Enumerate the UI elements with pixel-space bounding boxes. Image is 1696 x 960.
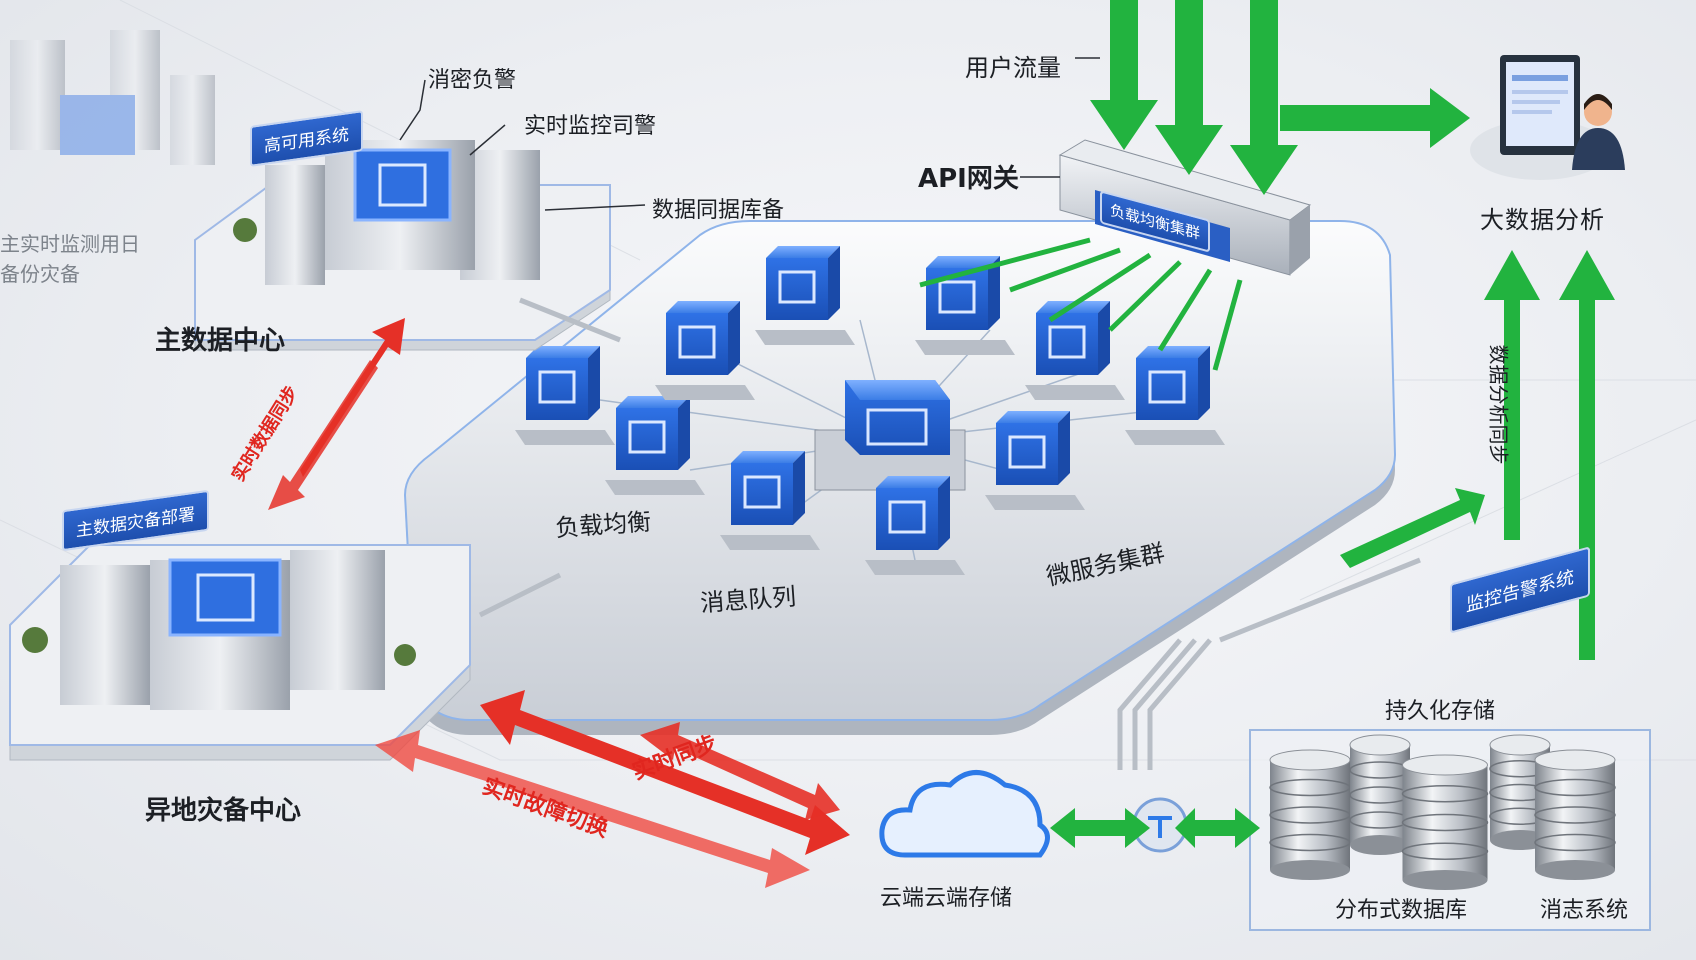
client-app-label: 大数据分析 xyxy=(1480,206,1605,234)
microservice-cube-icon xyxy=(655,301,755,400)
cloud-storage-label: 云端云端存储 xyxy=(880,886,1013,911)
leader-lines xyxy=(399,57,1100,211)
connection-pipes xyxy=(478,297,1421,770)
microservice-cube-icon xyxy=(1025,301,1125,400)
microservice-cube-icon xyxy=(755,246,855,345)
callout-2: 实时监控司警 xyxy=(524,114,657,139)
server-building-icon xyxy=(194,140,611,351)
disaster-recovery-building-icon xyxy=(9,544,471,761)
microservice-cube-icon xyxy=(720,451,820,550)
persistent-storage-label: 持久化存储 xyxy=(1385,699,1496,724)
right-vertical-label: 数据分析同步 xyxy=(1486,344,1511,465)
database-cylinder-icon xyxy=(1349,734,1411,855)
cloud-icon xyxy=(879,770,1050,858)
main-dc-label: 主数据中心 xyxy=(155,326,286,356)
microservice-cube-icon xyxy=(865,476,965,575)
background-city xyxy=(10,30,215,165)
load-balancing-label: 负载均衡 xyxy=(554,507,653,543)
callout-3: 数据同据库备 xyxy=(652,198,785,223)
database-cylinder-icon xyxy=(1534,749,1616,880)
gray-label-1: 主实时监测用日 xyxy=(0,232,140,256)
database-cylinders xyxy=(1269,734,1616,890)
microservice-cube-icon xyxy=(915,256,1015,355)
monitor-user-icon xyxy=(1470,55,1625,180)
microservice-cube-icon xyxy=(985,411,1085,510)
dr-dc-label: 异地灾备中心 xyxy=(145,796,302,826)
callout-1: 消密负警 xyxy=(428,68,517,93)
microservice-cube-icon xyxy=(605,396,705,495)
microservice-cube-icon xyxy=(515,346,615,445)
database-cylinder-icon xyxy=(1269,749,1351,880)
user-traffic-label: 用户流量 xyxy=(965,54,1061,82)
microservice-cubes xyxy=(515,246,1225,575)
message-queue-label: 消息队列 xyxy=(699,582,798,618)
gateway-fanout-arrows xyxy=(919,237,1243,371)
green-data-flows xyxy=(1050,0,1615,848)
distributed-db-label: 分布式数据库 xyxy=(1335,898,1468,923)
connector-hub-icon xyxy=(1132,797,1188,853)
red-sync-arrows xyxy=(268,318,850,888)
microservice-cube-icon xyxy=(1125,346,1225,445)
api-gateway-label: API网关 xyxy=(918,164,1019,194)
log-system-label: 消志系统 xyxy=(1540,898,1629,923)
gray-label-2: 备份灾备 xyxy=(0,262,80,286)
database-cylinder-icon xyxy=(1401,754,1489,890)
